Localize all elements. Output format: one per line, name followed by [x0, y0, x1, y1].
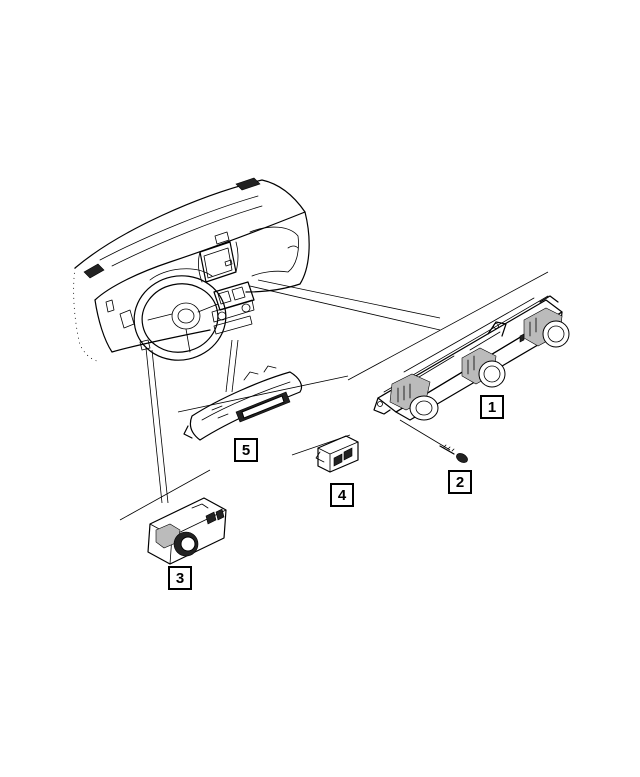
part-4-switch-module	[315, 435, 359, 473]
part-1-hvac-control	[373, 295, 570, 421]
part-3-headlamp-switch	[147, 497, 227, 565]
callout-1: 1	[480, 395, 504, 419]
part-2-screw	[399, 419, 468, 463]
callout-5: 5	[234, 438, 258, 462]
callout-4: 4	[330, 483, 354, 507]
callout-2: 2	[448, 470, 472, 494]
part-5-switch-bezel	[183, 365, 303, 441]
callout-3: 3	[168, 566, 192, 590]
instrument-panel-illustration	[73, 177, 310, 363]
